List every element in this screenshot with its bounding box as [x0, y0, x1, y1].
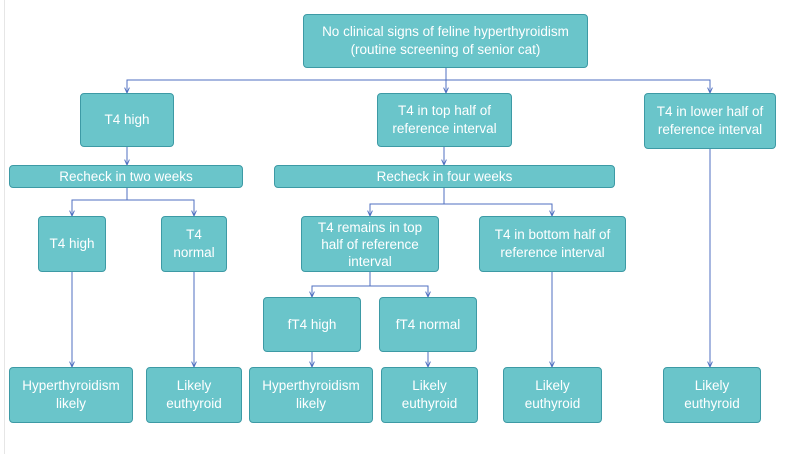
node-text-line: Likely [694, 378, 730, 393]
connector-t4-remains-to-ft4-high [312, 272, 371, 297]
connector-recheck-two-to-t4-high [72, 188, 128, 216]
node-text-line: reference interval [657, 122, 763, 137]
node-outcome-hyperthyroidism-likely: Hyperthyroidism likely [249, 367, 373, 423]
node-text-line: T4 in lower half of [656, 104, 764, 119]
node-text-line: Hyperthyroidism [262, 378, 360, 393]
node-t4-high-recheck: T4 high [38, 216, 106, 272]
node-text-line: euthyroid [684, 396, 740, 411]
node-text-line: T4 high [49, 236, 95, 251]
node-text-line: euthyroid [401, 396, 458, 411]
node-text-line: normal [173, 245, 215, 260]
canvas-edge-line [4, 0, 5, 454]
node-text-line: Recheck in two weeks [59, 168, 193, 184]
node-text-line: euthyroid [524, 396, 581, 411]
node-text-line: likely [55, 396, 86, 411]
node-text-line: likely [295, 396, 326, 411]
node-text-line: Hyperthyroidism [22, 378, 120, 393]
node-recheck-four-weeks: Recheck in four weeks [274, 165, 615, 188]
node-outcome-hyperthyroidism-likely: Hyperthyroidism likely [9, 367, 133, 423]
node-t4-top-half: T4 in top half of reference interval [377, 93, 512, 147]
node-text-line: reference interval [500, 245, 605, 260]
node-outcome-likely-euthyroid: Likely euthyroid [503, 367, 602, 423]
connector-t4-remains-to-ft4-normal [370, 285, 428, 297]
connector-recheck-two-to-t4-normal [127, 199, 194, 216]
node-outcome-likely-euthyroid: Likely euthyroid [663, 367, 761, 423]
node-t4-bottom-half: T4 in bottom half of reference interval [479, 216, 626, 272]
node-text-line: reference interval [392, 121, 497, 136]
node-text-line: euthyroid [166, 396, 222, 411]
node-text-line: No clinical signs of feline hyperthyroid… [322, 24, 569, 39]
connector-recheck-four-to-t4-remains [370, 188, 445, 216]
node-ft4-normal: fT4 normal [379, 297, 477, 352]
connector-root-to-t4-lower-half [446, 79, 710, 93]
node-text-line: T4 high [104, 112, 150, 127]
node-text-line: Likely [176, 378, 212, 393]
connector-recheck-four-to-t4-bottom [444, 203, 552, 216]
node-outcome-likely-euthyroid: Likely euthyroid [381, 367, 478, 423]
node-t4-normal: T4 normal [161, 216, 227, 272]
node-no-clinical-signs: No clinical signs of feline hyperthyroid… [303, 14, 588, 68]
node-text-line: Likely [535, 378, 570, 393]
node-t4-lower-half: T4 in lower half of reference interval [644, 93, 776, 149]
node-text-line: fT4 normal [395, 316, 461, 332]
node-text-line: half of reference [321, 236, 419, 252]
node-text-line: T4 [186, 227, 202, 242]
node-ft4-high: fT4 high [263, 297, 361, 352]
node-outcome-likely-euthyroid: Likely euthyroid [146, 367, 242, 423]
node-recheck-two-weeks: Recheck in two weeks [9, 165, 243, 188]
node-text-line: T4 in top half of [397, 103, 492, 118]
node-text-line: T4 in bottom half of [494, 227, 611, 242]
node-text-line: Likely [412, 378, 447, 393]
node-t4-high: T4 high [80, 93, 174, 147]
connector-root-to-t4-high [127, 68, 447, 93]
node-text-line: T4 remains in top [317, 219, 423, 235]
node-text-line: interval [348, 253, 392, 269]
node-t4-remains-top-half: T4 remains in top half of reference inte… [301, 216, 439, 272]
node-text-line: (routine screening of senior cat) [350, 42, 541, 57]
node-text-line: fT4 high [287, 316, 337, 332]
node-text-line: Recheck in four weeks [376, 168, 513, 184]
